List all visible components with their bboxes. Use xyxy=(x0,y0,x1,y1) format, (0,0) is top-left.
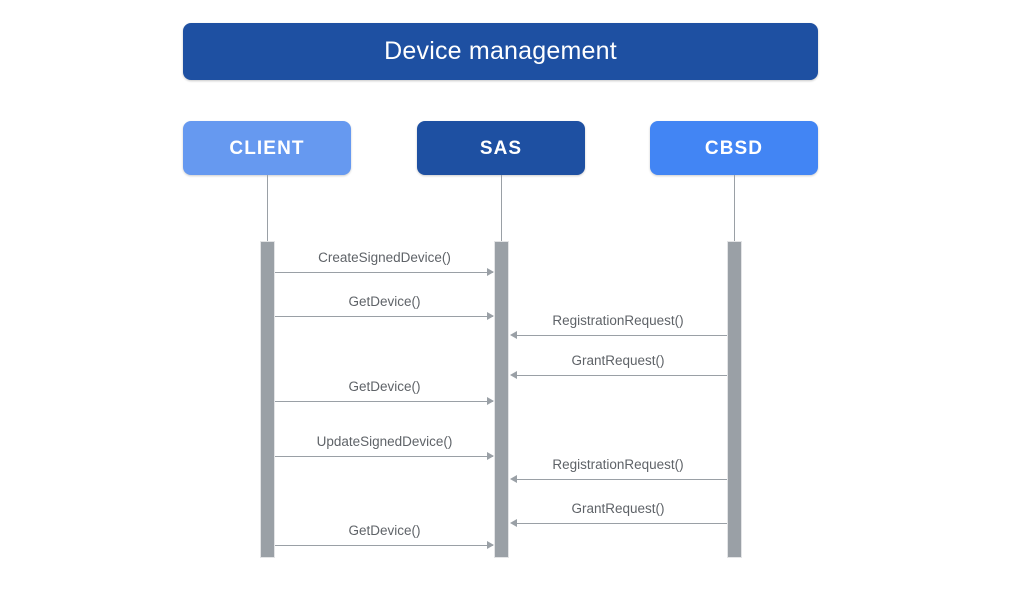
message-label-8: GrantRequest() xyxy=(571,501,665,516)
arrow-right-icon-1 xyxy=(487,268,494,276)
activation-bar-client xyxy=(260,241,275,558)
message-line-2 xyxy=(275,316,493,317)
arrow-right-icon-9 xyxy=(487,541,494,549)
participant-header-client[interactable]: CLIENT xyxy=(183,121,351,175)
message-line-8 xyxy=(516,523,727,524)
page-title: Device management xyxy=(384,37,617,65)
activation-bar-sas xyxy=(494,241,509,558)
message-label-9: GetDevice() xyxy=(348,523,421,538)
arrow-left-icon-8 xyxy=(510,519,517,527)
lifeline-client xyxy=(267,175,268,242)
arrow-right-icon-5 xyxy=(487,397,494,405)
arrow-right-icon-2 xyxy=(487,312,494,320)
lifeline-sas xyxy=(501,175,502,242)
arrow-right-icon-6 xyxy=(487,452,494,460)
message-line-5 xyxy=(275,401,493,402)
message-line-7 xyxy=(516,479,727,480)
arrow-left-icon-3 xyxy=(510,331,517,339)
message-line-1 xyxy=(275,272,493,273)
message-label-2: GetDevice() xyxy=(348,294,421,309)
message-line-6 xyxy=(275,456,493,457)
message-label-1: CreateSignedDevice() xyxy=(318,250,451,265)
message-label-3: RegistrationRequest() xyxy=(552,313,684,328)
message-label-4: GrantRequest() xyxy=(571,353,665,368)
participant-header-cbsd[interactable]: CBSD xyxy=(650,121,818,175)
lifeline-cbsd xyxy=(734,175,735,242)
participant-label-client: CLIENT xyxy=(229,137,305,159)
message-line-9 xyxy=(275,545,493,546)
message-line-3 xyxy=(516,335,727,336)
message-label-5: GetDevice() xyxy=(348,379,421,394)
participant-label-sas: SAS xyxy=(479,137,523,159)
message-line-4 xyxy=(516,375,727,376)
message-label-7: RegistrationRequest() xyxy=(552,457,684,472)
participant-label-cbsd: CBSD xyxy=(704,137,764,159)
diagram-title-banner: Device management xyxy=(183,23,818,80)
participant-header-sas[interactable]: SAS xyxy=(417,121,585,175)
arrow-left-icon-7 xyxy=(510,475,517,483)
activation-bar-cbsd xyxy=(727,241,742,558)
arrow-left-icon-4 xyxy=(510,371,517,379)
message-label-6: UpdateSignedDevice() xyxy=(316,434,453,449)
